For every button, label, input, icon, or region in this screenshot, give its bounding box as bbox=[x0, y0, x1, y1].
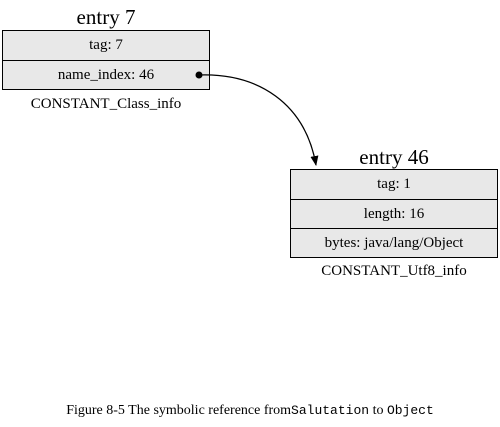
reference-arrow-line bbox=[198, 74, 319, 166]
entry-46-tag-field: tag: 1 bbox=[377, 176, 411, 192]
entry-7-tag-field: tag: 7 bbox=[89, 37, 123, 53]
caption-to-class: Object bbox=[386, 403, 434, 418]
entry-46-bytes-field: bytes: java/lang/Object bbox=[291, 228, 497, 257]
entry-46-title: entry 46 bbox=[359, 145, 429, 169]
figure-caption: Figure 8-5 The symbolic reference fromSa… bbox=[0, 402, 500, 420]
caption-connector: to bbox=[372, 403, 384, 418]
caption-from-class: Salutation bbox=[291, 403, 370, 418]
entry-7-name-index-field: name_index: 46 bbox=[3, 60, 209, 89]
entry-46-box: tag: 1 length: 16 bytes: java/lang/Objec… bbox=[290, 169, 498, 258]
entry-46-type-label: CONSTANT_Utf8_info bbox=[321, 263, 467, 279]
entry-7-box: tag: 7 name_index: 46 bbox=[2, 30, 210, 90]
entry-46-length-field: length: 16 bbox=[291, 199, 497, 228]
entry-7-type-label: CONSTANT_Class_info bbox=[30, 96, 182, 112]
caption-prefix: Figure 8-5 The symbolic reference from bbox=[66, 403, 292, 418]
entry-7-title: entry 7 bbox=[76, 5, 136, 29]
